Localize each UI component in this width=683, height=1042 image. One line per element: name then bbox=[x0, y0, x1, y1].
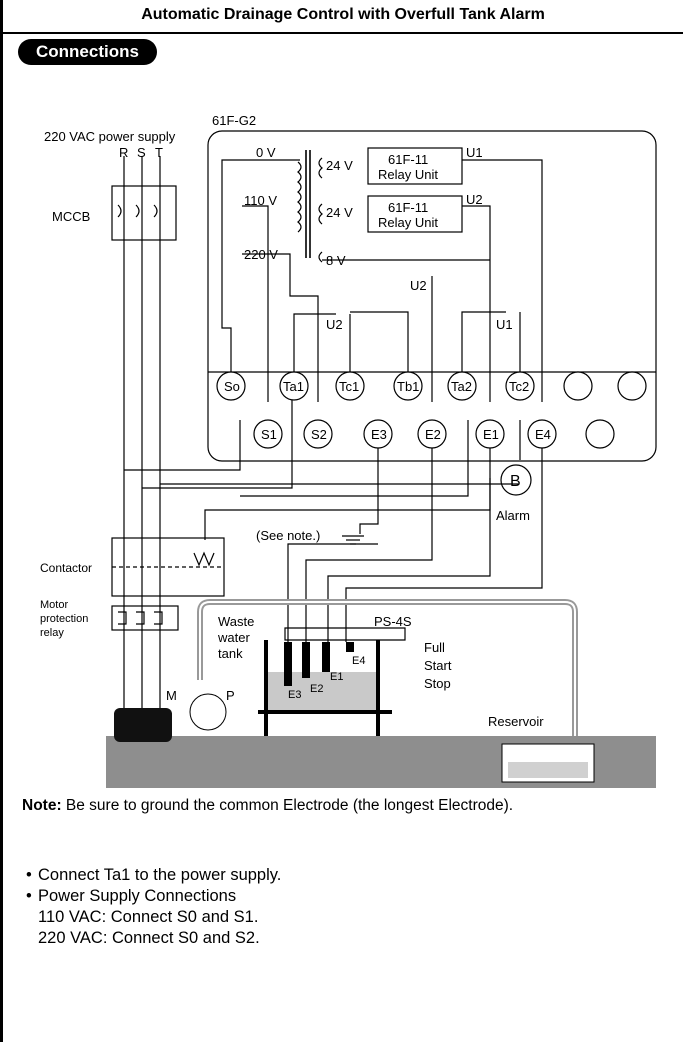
level-full: Full bbox=[424, 640, 445, 655]
mccb-contacts bbox=[117, 204, 158, 218]
bullet-item: •Power Supply Connections bbox=[26, 887, 237, 905]
terminal-e3: E3 bbox=[371, 427, 387, 442]
electrode-e4: E4 bbox=[352, 655, 365, 667]
terminal-tb1: Tb1 bbox=[397, 379, 419, 394]
relay-unit-1 bbox=[367, 147, 463, 185]
contactor-coil bbox=[193, 551, 215, 567]
relay-1-sub: Relay Unit bbox=[378, 167, 438, 182]
pump-label: P bbox=[226, 688, 235, 703]
secondary-24v-2: 24 V bbox=[326, 205, 353, 220]
contact-u2: U2 bbox=[326, 317, 343, 332]
tap-220v: 220 V bbox=[244, 247, 278, 262]
bullet-ta1: Connect Ta1 to the power supply. bbox=[38, 866, 282, 884]
alarm-buzzer bbox=[500, 464, 532, 496]
pump bbox=[189, 693, 227, 731]
motor-relay-label-1: Motor bbox=[40, 599, 68, 611]
contact-u1: U1 bbox=[496, 317, 513, 332]
secondary-24v-1: 24 V bbox=[326, 158, 353, 173]
contactor-label: Contactor bbox=[40, 561, 92, 575]
relay-1-name: 61F-11 bbox=[388, 152, 428, 167]
terminal-so: So bbox=[224, 379, 240, 394]
bullet-110vac: 110 VAC: Connect S0 and S1. bbox=[38, 908, 259, 926]
terminal-e2: E2 bbox=[425, 427, 441, 442]
alarm-symbol: B bbox=[510, 473, 521, 490]
bullet-power: Power Supply Connections bbox=[38, 887, 237, 905]
phase-t-label: T bbox=[155, 145, 163, 160]
relay-2-sub: Relay Unit bbox=[378, 215, 438, 230]
tap-110v: 110 V bbox=[244, 193, 277, 208]
tap-0v: 0 V bbox=[256, 145, 276, 160]
mccb-box bbox=[111, 185, 177, 241]
see-note-label: (See note.) bbox=[256, 528, 320, 543]
section-badge: Connections bbox=[18, 39, 157, 65]
level-stop: Stop bbox=[424, 676, 451, 691]
terminal-s2: S2 bbox=[311, 427, 327, 442]
electrode-e2: E2 bbox=[310, 683, 323, 695]
electrode-e3: E3 bbox=[288, 689, 301, 701]
connection-bullets: •Connect Ta1 to the power supply. •Power… bbox=[26, 865, 281, 949]
phase-s-label: S bbox=[137, 145, 146, 160]
tank-label-2: water bbox=[217, 630, 250, 645]
title-divider bbox=[3, 32, 683, 34]
motor-label: M bbox=[166, 688, 177, 703]
motor-relay-label-3: relay bbox=[40, 627, 64, 639]
power-supply-label: 220 VAC power supply bbox=[44, 129, 176, 144]
terminal-tc1: Tc1 bbox=[339, 379, 359, 394]
electrode-holder bbox=[284, 627, 406, 641]
relay-unit-2 bbox=[367, 195, 463, 233]
tank-label-1: Waste bbox=[218, 614, 254, 629]
contact-u2-top: U2 bbox=[410, 278, 427, 293]
motor bbox=[114, 708, 172, 742]
reservoir-label: Reservoir bbox=[488, 714, 544, 729]
terminal-e1: E1 bbox=[483, 427, 499, 442]
electrode-e1: E1 bbox=[330, 671, 343, 683]
terminal-s1: S1 bbox=[261, 427, 277, 442]
terminal-e4: E4 bbox=[535, 427, 551, 442]
phase-r-label: R bbox=[119, 145, 128, 160]
terminal-ta2: Ta2 bbox=[451, 379, 472, 394]
bullet-item: •Connect Ta1 to the power supply. bbox=[26, 866, 282, 884]
note-prefix: Note: bbox=[22, 797, 62, 814]
ground-note: Note: Be sure to ground the common Elect… bbox=[22, 797, 513, 815]
motor-relay-box bbox=[111, 605, 179, 631]
bullet-220vac: 220 VAC: Connect S0 and S2. bbox=[38, 929, 260, 947]
relay-2-out: U2 bbox=[466, 192, 483, 207]
motor-relay-label-2: protection bbox=[40, 613, 88, 625]
relay-1-out: U1 bbox=[466, 145, 483, 160]
holder-label: PS-4S bbox=[374, 614, 412, 629]
transformer-secondary bbox=[318, 157, 323, 263]
left-margin-rule bbox=[0, 0, 3, 1042]
terminal-ta1: Ta1 bbox=[283, 379, 304, 394]
transformer-primary bbox=[297, 161, 302, 233]
wiring-diagram: 61F-G2 220 VAC power supply R S T MCCB 0… bbox=[40, 113, 657, 788]
level-start: Start bbox=[424, 658, 452, 673]
terminal-tc2: Tc2 bbox=[509, 379, 529, 394]
secondary-8v: 8 V bbox=[326, 253, 346, 268]
tank-label-3: tank bbox=[218, 646, 243, 661]
alarm-label: Alarm bbox=[496, 508, 530, 523]
mccb-label: MCCB bbox=[52, 209, 90, 224]
note-text: Be sure to ground the common Electrode (… bbox=[65, 797, 514, 814]
relay-2-name: 61F-11 bbox=[388, 200, 428, 215]
unit-model-label: 61F-G2 bbox=[212, 113, 256, 128]
page-title: Automatic Drainage Control with Overfull… bbox=[141, 6, 545, 23]
